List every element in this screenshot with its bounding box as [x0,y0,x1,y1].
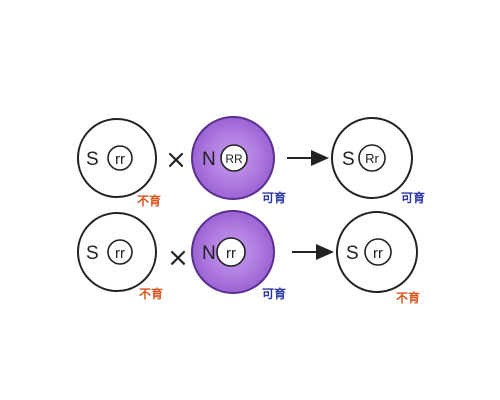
cytoplasm-type: S [346,243,359,264]
fertility-label: 不育 [139,286,163,301]
cytoplasm-type: N [202,243,216,264]
nucleus [364,238,392,266]
fertility-label: 不育 [137,193,161,208]
nuclear-genotype: rr [373,245,383,262]
nucleus [216,237,246,267]
cytoplasm-type: S [342,149,355,170]
female-cell-row-2: S rr 不育 [77,212,163,301]
cross-symbol: × [167,243,189,273]
nucleus [220,144,248,172]
nuclear-genotype: RR [225,152,243,166]
cytoplasm-type: N [202,149,216,170]
female-cell-row-1: S rr 不育 [77,118,161,208]
nucleus [107,145,133,171]
fertility-label: 可育 [262,286,286,301]
offspring-cell-row-2: S rr 不育 [336,211,420,305]
male-cell-row-1: N RR 可育 [191,116,286,205]
male-cell-row-2: N rr 可育 [191,210,286,301]
cytoplasm-type: S [86,243,99,264]
fertility-label: 可育 [262,190,286,205]
nucleus [107,239,133,265]
fertility-label: 可育 [401,190,425,205]
cytoplasm-type: S [86,149,99,170]
fertility-label: 不育 [396,290,420,305]
cross-row-1: S rr 不育 × N RR 可育 S Rr 可育 [77,116,425,208]
offspring-cell-row-1: S Rr 可育 [331,117,425,205]
nucleus [358,144,386,172]
nuclear-genotype: rr [115,245,125,262]
nuclear-genotype: Rr [365,151,379,166]
nuclear-genotype: rr [226,245,236,262]
cross-row-2: S rr 不育 × N rr 可育 S rr 不育 [77,210,420,305]
cross-symbol: × [165,145,187,175]
nuclear-genotype: rr [115,151,125,168]
